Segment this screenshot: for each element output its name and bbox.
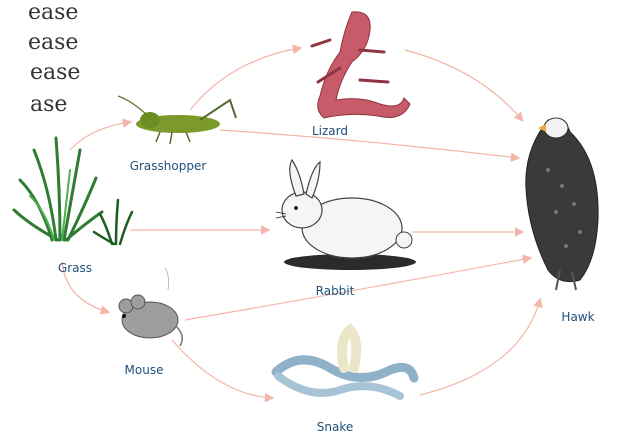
- rabbit-illustration: [276, 160, 416, 270]
- label-hawk: Hawk: [561, 310, 594, 324]
- label-rabbit: Rabbit: [316, 284, 355, 298]
- mouse-illustration: [119, 295, 182, 346]
- grasshopper-illustration: [118, 96, 236, 144]
- label-grass: Grass: [58, 261, 92, 275]
- label-snake: Snake: [317, 420, 353, 434]
- arrow-grasshopper-to-lizard: [190, 48, 300, 110]
- arrow-grass-to-grasshopper: [70, 122, 130, 150]
- label-grasshopper: Grasshopper: [130, 159, 207, 173]
- connector-line: [165, 268, 169, 290]
- arrow-mouse-to-snake: [172, 340, 272, 398]
- lizard-illustration: [312, 12, 410, 118]
- label-lizard: Lizard: [312, 124, 348, 138]
- grass-illustration: [14, 138, 132, 244]
- label-mouse: Mouse: [125, 363, 164, 377]
- arrow-lizard-to-hawk: [405, 50, 522, 120]
- arrow-snake-to-hawk: [420, 300, 540, 395]
- snake-illustration: [276, 330, 414, 396]
- hawk-illustration: [526, 118, 598, 290]
- arrow-grasshopper-to-hawk: [220, 130, 518, 158]
